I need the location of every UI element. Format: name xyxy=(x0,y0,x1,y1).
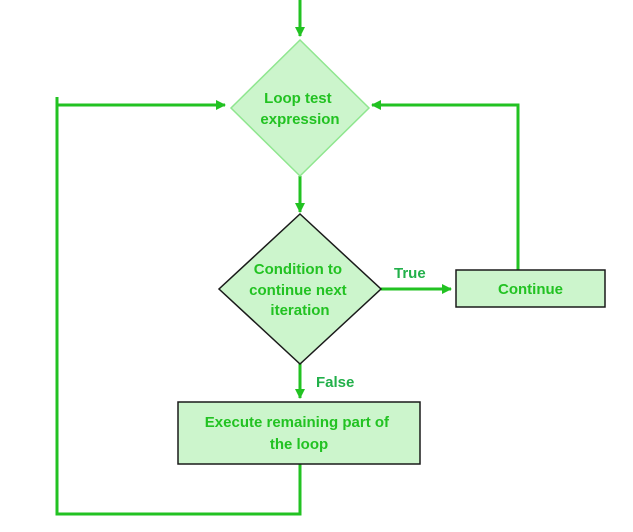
execute-line2: the loop xyxy=(270,436,328,453)
condition-diamond xyxy=(217,212,383,366)
true-edge-label: True xyxy=(394,265,426,282)
false-edge-label: False xyxy=(316,374,354,391)
svg-text:Execute remaining part of: Execute remaining part of the loop xyxy=(205,414,393,453)
loop-test-node: Loop test expression xyxy=(229,38,371,178)
loop-back-arrow xyxy=(55,100,302,516)
condition-node: Condition to continue next iteration xyxy=(217,212,383,366)
condition-line2: continue next xyxy=(249,282,347,299)
continue-back-arrow xyxy=(371,100,520,270)
execute-box xyxy=(177,401,421,465)
svg-text:Loop test expression: Loop test expression xyxy=(260,90,339,128)
continue-box xyxy=(455,269,606,308)
continue-node: Continue xyxy=(455,269,606,308)
loop-test-diamond xyxy=(229,38,371,178)
connectors xyxy=(55,0,520,516)
execute-line1: Execute remaining part of xyxy=(205,414,390,431)
loop-test-line2: expression xyxy=(260,111,339,128)
execute-node: Execute remaining part of the loop xyxy=(177,401,421,465)
condition-line3: iteration xyxy=(270,302,329,319)
svg-text:Condition to continue ne: Condition to continue next iteration xyxy=(249,261,351,319)
condition-line1: Condition to xyxy=(254,261,342,278)
loop-test-line1: Loop test xyxy=(264,90,332,107)
continue-label: Continue xyxy=(498,281,563,298)
